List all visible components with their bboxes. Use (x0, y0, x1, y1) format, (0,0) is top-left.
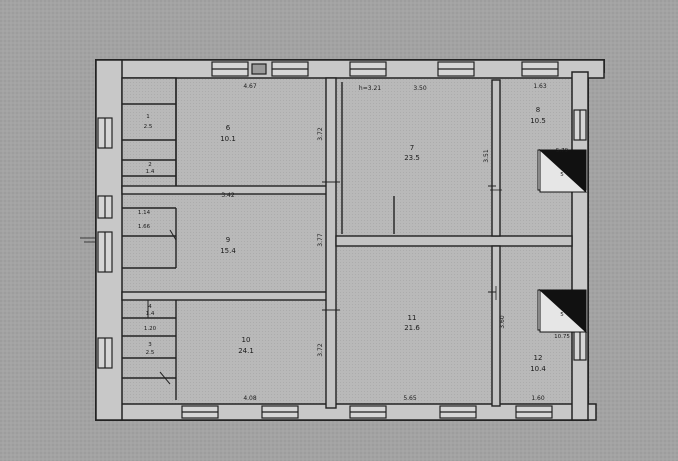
dim-height: h=3.21 (359, 85, 381, 92)
windows-bottom (181, 405, 553, 419)
windows-top (211, 61, 559, 77)
dim-bottom-mid: 5.65 (403, 395, 417, 402)
dim-vert-b: 3.77 (317, 233, 324, 247)
room-2-area: 1.4 (146, 169, 155, 175)
room-10-num: 10 (242, 336, 251, 344)
dim-top-right: 1.63 (533, 83, 547, 90)
room-3-area: 2.5 (146, 350, 155, 356)
room-8-area: 10.5 (530, 117, 546, 125)
interior-walls (121, 77, 573, 409)
dim-small-1: 1.14 (138, 210, 151, 216)
room-12-area: 10.4 (530, 365, 546, 373)
dimension-ticks (80, 189, 502, 300)
dim-mid-horizontal: 3.42 (221, 192, 235, 199)
stair-blocks (537, 148, 588, 333)
dim-top-mid: 3.50 (413, 85, 427, 92)
room-4-area: 1.4 (146, 311, 155, 317)
doors (147, 181, 496, 385)
room-6-num: 6 (226, 124, 231, 132)
room-6-area: 10.1 (220, 135, 236, 143)
room-1-num: 1 (146, 114, 150, 120)
room-9-num: 9 (226, 236, 230, 244)
dim-bottom-left: 4.08 (243, 395, 257, 402)
dim-small-3: 1.20 (144, 326, 157, 332)
room-7-num: 7 (410, 144, 414, 152)
room-2-num: 2 (148, 162, 152, 168)
stair-1-area: 5.79 (556, 148, 569, 154)
dimension-labels: 4.67 h=3.21 3.50 1.63 3.42 4.08 5.65 1.6… (138, 83, 547, 402)
room-9-area: 15.4 (220, 247, 236, 255)
dim-vert-e: 3.60 (499, 315, 506, 329)
room-4-num: 4 (148, 304, 152, 310)
windows-right (573, 109, 587, 361)
dim-vert-a: 3.72 (317, 127, 324, 141)
room-1-area: 2.5 (144, 124, 153, 130)
stair-2-num: 5 (560, 312, 564, 318)
room-11-area: 21.6 (404, 324, 420, 332)
room-8-num: 8 (536, 106, 540, 114)
windows-left (97, 117, 113, 369)
room-10-area: 24.1 (238, 347, 254, 355)
dim-top-left: 4.67 (243, 83, 257, 90)
room-labels: 6 10.1 7 23.5 8 10.5 9 15.4 10 24.1 11 2… (144, 106, 571, 373)
room-3-num: 3 (148, 342, 152, 348)
room-7-area: 23.5 (404, 154, 420, 162)
stair-2-area: 10.75 (554, 334, 570, 340)
dim-small-2: 1.66 (138, 224, 151, 230)
dim-vert-d: 3.51 (483, 149, 490, 163)
stair-1-num: 5 (560, 172, 564, 178)
room-11-num: 11 (408, 314, 417, 322)
dim-vert-c: 3.72 (317, 343, 324, 357)
dim-bottom-right: 1.60 (531, 395, 545, 402)
room-12-num: 12 (534, 354, 543, 362)
